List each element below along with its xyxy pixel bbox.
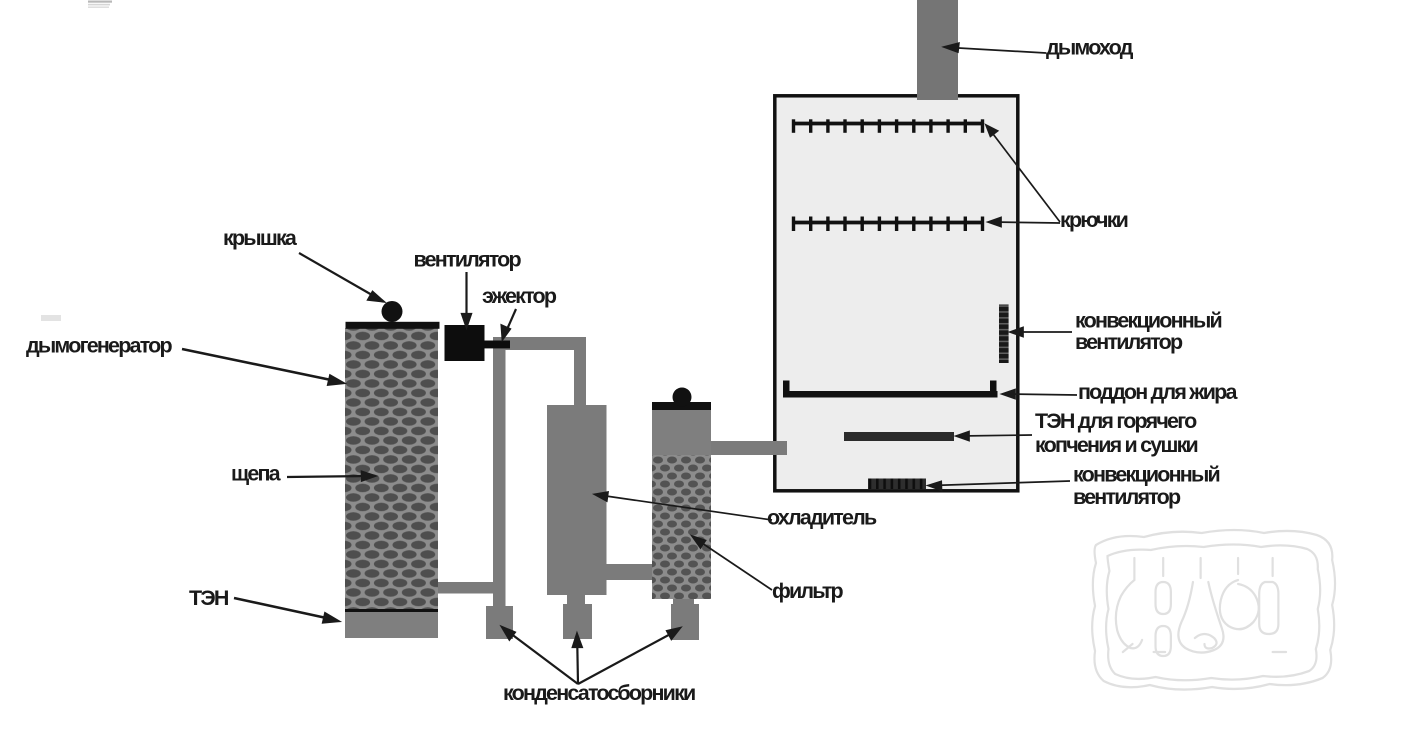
svg-text:конвекционный: конвекционный [1075, 309, 1222, 333]
svg-text:крышка: крышка [223, 226, 298, 250]
svg-text:дымоход: дымоход [1046, 36, 1134, 60]
svg-text:конденсатосборники: конденсатосборники [503, 681, 695, 705]
svg-text:вентилятор: вентилятор [1075, 330, 1183, 354]
svg-text:конвекционный: конвекционный [1073, 463, 1220, 487]
svg-text:эжектор: эжектор [482, 284, 557, 308]
svg-text:вентилятор: вентилятор [414, 248, 522, 272]
svg-text:дымогенератор: дымогенератор [26, 334, 172, 358]
svg-text:копчения и сушки: копчения и сушки [1035, 433, 1198, 457]
svg-text:крючки: крючки [1060, 208, 1128, 232]
svg-text:ТЭН: ТЭН [189, 586, 229, 610]
svg-text:поддон для жира: поддон для жира [1078, 380, 1238, 404]
svg-text:вентилятор: вентилятор [1073, 485, 1181, 509]
svg-text:фильтр: фильтр [772, 579, 844, 603]
svg-text:ТЭН для горячего: ТЭН для горячего [1035, 409, 1197, 433]
svg-text:щепа: щепа [231, 462, 282, 486]
svg-text:охладитель: охладитель [767, 506, 877, 530]
